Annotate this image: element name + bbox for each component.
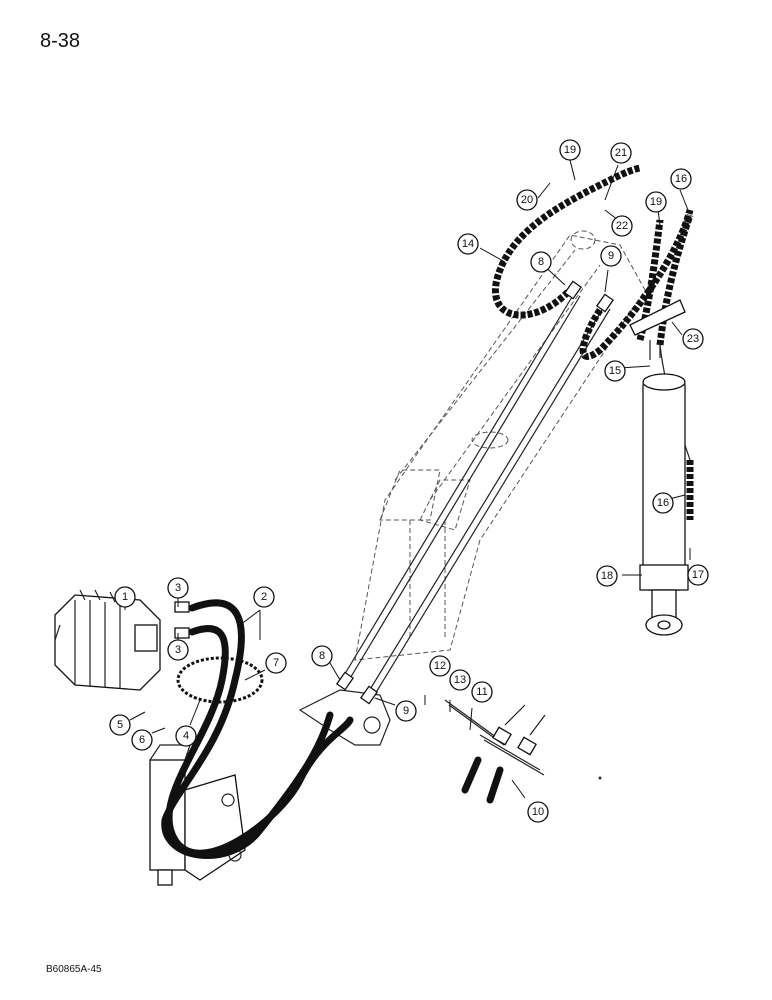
callout: 17 — [687, 564, 709, 586]
callout-label: 3 — [175, 582, 181, 594]
document-code: B60865A-45 — [46, 964, 102, 975]
attachment-tubes — [444, 699, 546, 804]
clamp — [629, 299, 686, 336]
callout: 22 — [611, 215, 633, 237]
callout: 8 — [530, 251, 552, 273]
coiled-hose — [176, 656, 264, 704]
callout: 12 — [429, 655, 451, 677]
callout-label: 9 — [403, 705, 409, 717]
callout: 7 — [265, 652, 287, 674]
stray-mark — [598, 776, 602, 780]
callout-label: 19 — [650, 196, 662, 208]
callout-label: 1 — [122, 591, 128, 603]
callout-label: 13 — [454, 674, 466, 686]
hydraulic-cylinder — [639, 373, 689, 636]
callout: 11 — [471, 681, 493, 703]
callout-label: 6 — [139, 734, 145, 746]
callout: 6 — [131, 729, 153, 751]
control-valve — [54, 589, 161, 691]
callout: 4 — [175, 725, 197, 747]
callout-label: 2 — [261, 591, 267, 603]
callout-label: 4 — [183, 730, 189, 742]
callout-label: 21 — [615, 147, 627, 159]
callout-label: 20 — [521, 194, 533, 206]
callout-label: 19 — [564, 144, 576, 156]
callout-label: 12 — [434, 660, 446, 672]
callout: 9 — [600, 245, 622, 267]
callout: 13 — [449, 669, 471, 691]
callout-label: 9 — [608, 250, 614, 262]
fittings — [174, 280, 615, 705]
callout: 18 — [596, 565, 618, 587]
valve-hoses — [161, 599, 354, 859]
callout: 23 — [682, 328, 704, 350]
callout-label: 23 — [687, 333, 699, 345]
callout: 19 — [645, 191, 667, 213]
callout-label: 18 — [601, 570, 613, 582]
callout-label: 22 — [616, 220, 628, 232]
callout: 16 — [652, 492, 674, 514]
callout: 21 — [610, 142, 632, 164]
callout-label: 11 — [476, 686, 487, 698]
callout-label: 8 — [538, 256, 544, 268]
callout: 8 — [311, 645, 333, 667]
callout: 20 — [516, 189, 538, 211]
callout-label: 7 — [273, 657, 279, 669]
upper-coiled-hoses — [491, 164, 694, 360]
callout: 14 — [457, 233, 479, 255]
callout: 3 — [167, 577, 189, 599]
callout-label: 10 — [532, 806, 544, 818]
leader-lines — [124, 159, 691, 799]
callout: 5 — [109, 714, 131, 736]
callout: 2 — [253, 586, 275, 608]
callout-label: 3 — [175, 644, 181, 656]
callout-label: 5 — [117, 719, 123, 731]
callout-label: 8 — [319, 650, 325, 662]
callout: 19 — [559, 139, 581, 161]
boom-tubes — [339, 291, 611, 700]
callout: 10 — [527, 801, 549, 823]
callout: 16 — [670, 168, 692, 190]
callout: 3 — [167, 639, 189, 661]
callout: 9 — [395, 700, 417, 722]
callout-label: 17 — [692, 569, 704, 581]
callout-label: 16 — [657, 497, 669, 509]
callout: 1 — [114, 586, 136, 608]
callout: 15 — [604, 360, 626, 382]
callout-label: 14 — [462, 238, 474, 250]
boom — [354, 230, 646, 661]
callout-label: 15 — [609, 365, 621, 377]
callout-label: 16 — [675, 173, 687, 185]
page-number: 8-38 — [40, 30, 81, 52]
